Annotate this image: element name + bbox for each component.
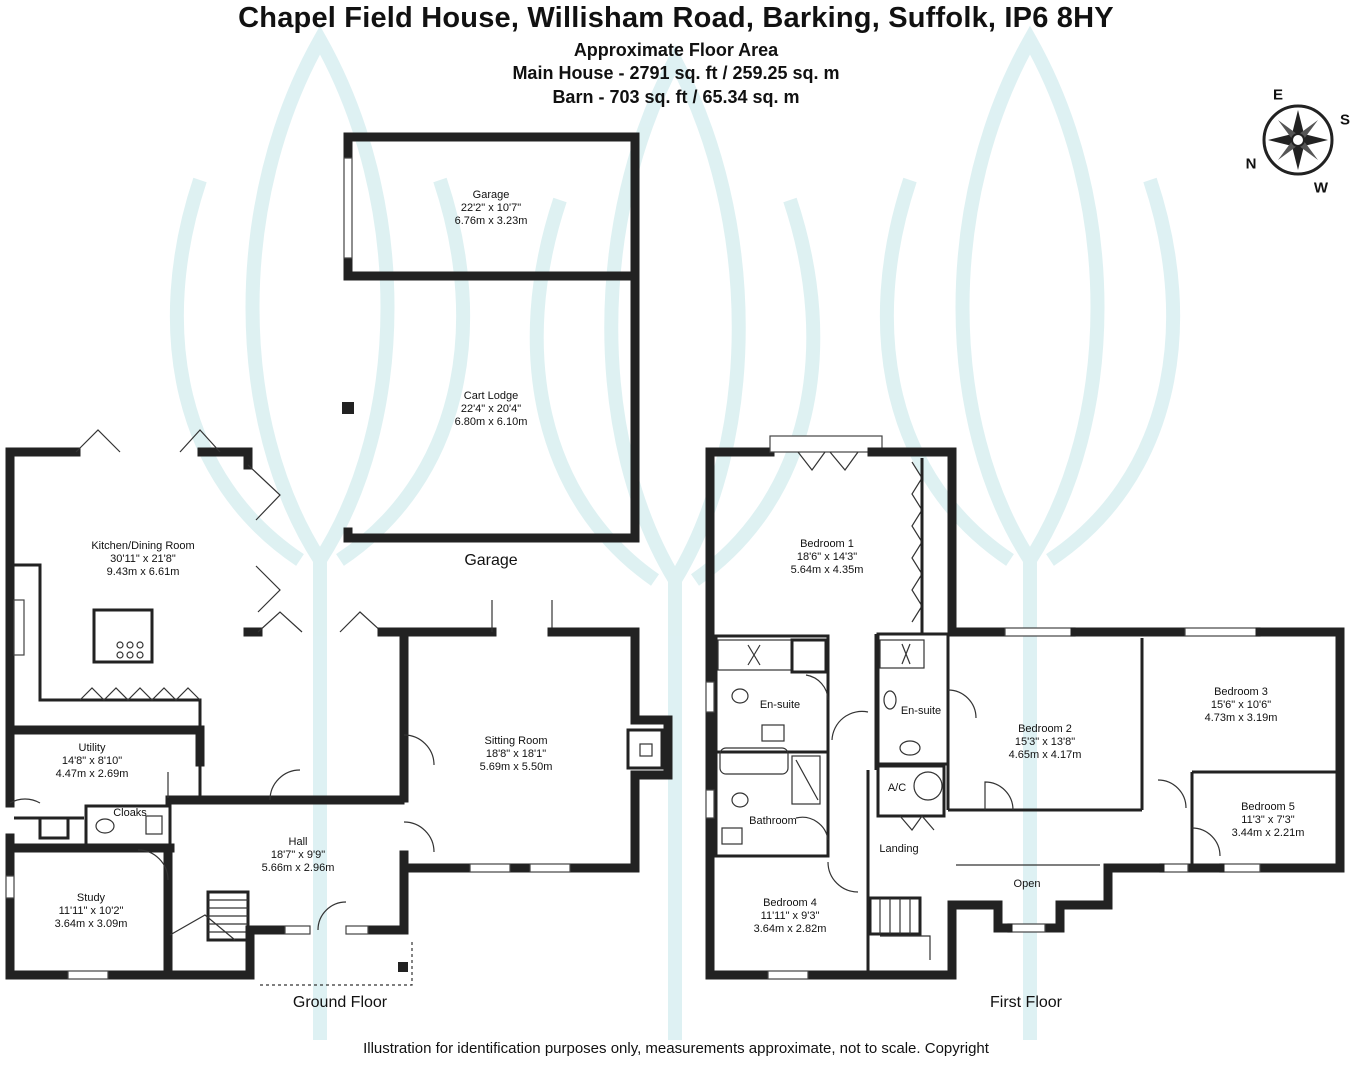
room-bathroom: Bathroom	[749, 815, 797, 827]
room-garage: Garage 22'2" x 10'7" 6.76m x 3.23m	[455, 189, 528, 228]
room-metric: 6.76m x 3.23m	[454, 215, 528, 227]
room-metric: 3.64m x 3.09m	[54, 918, 128, 930]
room-imperial: 11'11" x 9'3"	[760, 910, 820, 922]
barn-area: Barn - 703 sq. ft / 65.34 sq. m	[552, 87, 800, 107]
room-metric: 4.47m x 2.69m	[55, 768, 129, 780]
page-title: Chapel Field House, Willisham Road, Bark…	[238, 2, 1114, 34]
room-imperial: 22'4" x 20'4"	[460, 403, 522, 415]
room-sitting-room: Sitting Room 18'8" x 18'1" 5.69m x 5.50m	[480, 735, 553, 774]
garage-block-label: Garage	[464, 552, 518, 569]
room-imperial: 11'3" x 7'3"	[1241, 814, 1295, 826]
room-kitchen: Kitchen/Dining Room 30'11" x 21'8" 9.43m…	[91, 540, 194, 579]
room-name: Bedroom 5	[1241, 801, 1295, 813]
room-name: Bedroom 3	[1214, 686, 1268, 698]
floor-area-heading: Approximate Floor Area	[573, 40, 779, 60]
compass-n: N	[1245, 155, 1257, 173]
room-bedroom-5: Bedroom 5 11'3" x 7'3" 3.44m x 2.21m	[1232, 801, 1305, 840]
room-name: Hall	[288, 836, 308, 848]
room-ensuite-1: En-suite	[759, 699, 801, 711]
room-metric: 3.64m x 2.82m	[753, 923, 827, 935]
room-metric: 9.43m x 6.61m	[106, 566, 180, 578]
compass-e: E	[1272, 86, 1284, 104]
room-metric: 5.69m x 5.50m	[479, 761, 553, 773]
room-imperial: 18'7" x 9'9"	[270, 849, 326, 861]
room-cart-lodge: Cart Lodge 22'4" x 20'4" 6.80m x 6.10m	[455, 390, 528, 429]
room-imperial: 18'6" x 14'3"	[796, 551, 858, 563]
room-imperial: 22'2" x 10'7"	[460, 202, 522, 214]
room-name: Utility	[78, 742, 106, 754]
compass-w: W	[1313, 179, 1329, 197]
room-name: Cart Lodge	[463, 390, 519, 402]
ground-floor-label: Ground Floor	[292, 994, 388, 1011]
room-utility: Utility 14'8" x 8'10" 4.47m x 2.69m	[56, 742, 129, 781]
room-imperial: 15'6" x 10'6"	[1210, 699, 1272, 711]
room-ensuite-2: En-suite	[900, 705, 942, 717]
room-study: Study 11'11" x 10'2" 3.64m x 3.09m	[55, 892, 128, 931]
room-metric: 5.64m x 4.35m	[790, 564, 864, 576]
room-imperial: 18'8" x 18'1"	[485, 748, 547, 760]
compass-s: S	[1339, 111, 1351, 129]
garage-block	[342, 132, 640, 543]
room-metric: 4.65m x 4.17m	[1008, 749, 1082, 761]
first-floor-label: First Floor	[990, 994, 1062, 1011]
first-floor-walls	[705, 435, 1345, 980]
room-name: Kitchen/Dining Room	[91, 540, 195, 552]
compass-icon	[1262, 104, 1334, 176]
watermark-leaves	[169, 25, 1181, 1040]
main-house-area: Main House - 2791 sq. ft / 259.25 sq. m	[512, 63, 840, 83]
room-name: Cloaks	[113, 807, 147, 819]
disclaimer: Illustration for identification purposes…	[363, 1040, 989, 1057]
room-cloaks: Cloaks	[113, 807, 147, 820]
room-metric: 5.66m x 2.96m	[261, 862, 335, 874]
room-metric: 6.80m x 6.10m	[454, 416, 528, 428]
room-metric: 4.73m x 3.19m	[1204, 712, 1278, 724]
room-ac: A/C	[887, 782, 907, 794]
room-imperial: 15'3" x 13'8"	[1014, 736, 1076, 748]
room-hall: Hall 18'7" x 9'9" 5.66m x 2.96m	[262, 836, 335, 875]
room-imperial: 30'11" x 21'8"	[110, 553, 176, 565]
room-name: Garage	[472, 189, 510, 201]
ground-floor-walls	[5, 429, 673, 986]
room-bedroom-2: Bedroom 2 15'3" x 13'8" 4.65m x 4.17m	[1009, 723, 1082, 762]
room-open: Open	[1013, 878, 1041, 890]
room-name: Bedroom 1	[800, 538, 854, 550]
room-landing: Landing	[879, 843, 919, 855]
room-bedroom-1: Bedroom 1 18'6" x 14'3" 5.64m x 4.35m	[791, 538, 864, 577]
room-metric: 3.44m x 2.21m	[1231, 827, 1305, 839]
hob-icon	[116, 641, 144, 659]
room-bedroom-4: Bedroom 4 11'11" x 9'3" 3.64m x 2.82m	[754, 897, 827, 936]
room-bedroom-3: Bedroom 3 15'6" x 10'6" 4.73m x 3.19m	[1205, 686, 1278, 725]
room-imperial: 11'11" x 10'2"	[58, 905, 124, 917]
room-name: Bedroom 2	[1018, 723, 1072, 735]
room-name: Bedroom 4	[763, 897, 817, 909]
room-name: Sitting Room	[484, 735, 548, 747]
room-imperial: 14'8" x 8'10"	[61, 755, 123, 767]
room-name: Study	[76, 892, 106, 904]
